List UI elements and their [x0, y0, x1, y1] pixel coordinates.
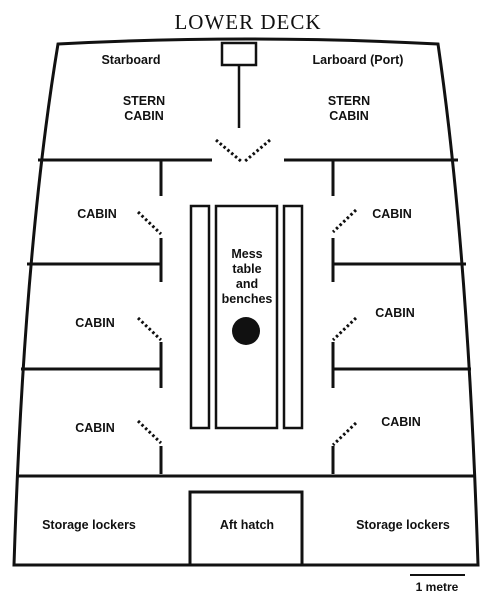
hull-outline [12, 37, 480, 567]
stern-door-left [215, 138, 243, 164]
mess-label-line2: table [232, 262, 261, 276]
starboard-label: Starboard [101, 53, 160, 67]
stern-cabin-right-line1: STERN [328, 94, 370, 108]
cabin-door [136, 210, 163, 236]
cabin-left-1: CABIN [77, 207, 117, 221]
cabin-door [136, 419, 163, 445]
mess-table [214, 204, 279, 430]
cabin-door [331, 316, 358, 342]
mast-circle [232, 317, 260, 345]
cabin-door [331, 421, 358, 447]
aft-hatch [188, 490, 304, 567]
stern-cabin-right-line2: CABIN [329, 109, 369, 123]
stern-cabin-left-line1: STERN [123, 94, 165, 108]
stern-hatch [220, 41, 258, 67]
mess-label-line4: benches [222, 292, 273, 306]
bench-right [282, 204, 304, 430]
aft-hatch-label: Aft hatch [220, 518, 274, 532]
storage-lockers-right-label: Storage lockers [356, 518, 450, 532]
cabin-door [136, 316, 163, 342]
deck-title: LOWER DECK [174, 10, 321, 34]
cabin-right-3: CABIN [381, 415, 421, 429]
scale-label: 1 metre [416, 580, 459, 594]
mess-label-line1: Mess [231, 247, 262, 261]
mess-label-line3: and [236, 277, 258, 291]
cabin-left-3: CABIN [75, 421, 115, 435]
larboard-label: Larboard (Port) [313, 53, 404, 67]
stern-cabin-left-line2: CABIN [124, 109, 164, 123]
cabin-right-1: CABIN [372, 207, 412, 221]
cabin-door [331, 208, 358, 234]
cabin-right-2: CABIN [375, 306, 415, 320]
bench-left [189, 204, 211, 430]
cabin-left-2: CABIN [75, 316, 115, 330]
stern-door-right [243, 138, 271, 164]
storage-lockers-left-label: Storage lockers [42, 518, 136, 532]
